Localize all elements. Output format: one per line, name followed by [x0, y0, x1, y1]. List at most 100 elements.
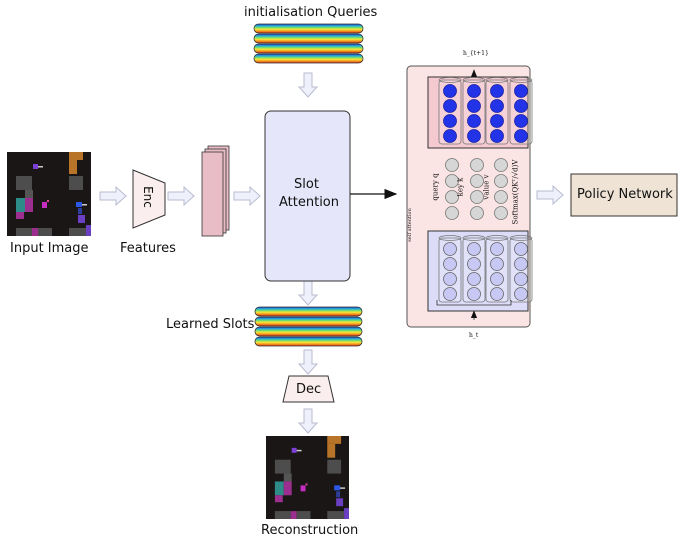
token-circle — [467, 242, 481, 256]
reconstruction-image — [266, 436, 349, 519]
token-circle — [467, 257, 481, 271]
reconstruction-label: Reconstruction — [261, 523, 359, 538]
hollow-arrow-right-icon — [167, 185, 195, 207]
token-circle — [443, 287, 457, 301]
qkv-token-circle — [445, 174, 459, 188]
hollow-arrow-down-icon — [297, 280, 319, 306]
token-circle — [514, 272, 528, 286]
init-queries-label: initialisation Queries — [244, 5, 378, 20]
token-circle — [514, 287, 528, 301]
token-circle — [514, 257, 528, 271]
qkv-token-circle — [494, 158, 508, 172]
self-attention-label: self attention — [406, 208, 413, 242]
policy-network-block — [570, 173, 678, 217]
key-label: key k — [456, 177, 465, 197]
qkv-token-circle — [470, 190, 484, 204]
token-circle — [514, 129, 528, 143]
learned-slots-stack — [254, 306, 363, 347]
decoder-block — [282, 375, 335, 403]
slot-bar — [253, 43, 364, 54]
token-circle — [514, 99, 528, 113]
policy-network-label: Policy Network — [577, 187, 673, 202]
query-label: query q — [431, 173, 440, 201]
qkv-token-circle — [445, 158, 459, 172]
token-circle — [467, 99, 481, 113]
h-next-label: h_{t+1} — [463, 50, 489, 57]
token-circle — [443, 84, 457, 98]
token-circle — [443, 272, 457, 286]
column-top — [438, 235, 462, 241]
qkv-token-circle — [470, 158, 484, 172]
token-circle — [514, 114, 528, 128]
hollow-arrow-down-icon — [297, 408, 319, 434]
column-top — [485, 235, 509, 241]
slot-bar — [253, 53, 364, 64]
slot-bar — [254, 326, 363, 337]
token-circle — [467, 84, 481, 98]
column-top — [462, 235, 486, 241]
lower-bracket — [436, 300, 512, 306]
token-circle — [490, 129, 504, 143]
qkv-token-circle — [494, 206, 508, 220]
value-label: value v — [482, 174, 491, 200]
token-circle — [443, 129, 457, 143]
feature-maps — [201, 145, 230, 237]
h-current-label: h_t — [469, 332, 479, 339]
initialisation-queries-stack — [253, 23, 364, 64]
upper-token-columns — [438, 77, 533, 145]
slot-attention-label-2: Attention — [279, 195, 339, 210]
learned-slots-label: Learned Slots — [166, 317, 255, 332]
encoder-block — [132, 169, 166, 229]
token-circle — [490, 272, 504, 286]
qkv-token-circle — [494, 190, 508, 204]
slot-bar — [254, 336, 363, 347]
qkv-token-circle — [470, 174, 484, 188]
column-top — [438, 77, 462, 83]
qkv-token-grid — [445, 158, 508, 220]
token-circle — [490, 114, 504, 128]
column-top — [485, 77, 509, 83]
game-background — [266, 436, 349, 519]
lower-token-columns — [438, 235, 533, 303]
token-circle — [490, 99, 504, 113]
token-circle — [514, 84, 528, 98]
token-circle — [490, 287, 504, 301]
decoder-label: Dec — [296, 382, 322, 397]
slot-bar — [254, 306, 363, 317]
token-circle — [443, 114, 457, 128]
hollow-arrow-right-icon — [536, 184, 564, 206]
slot-bar — [253, 33, 364, 44]
features-label: Features — [120, 241, 176, 256]
hollow-arrow-down-icon — [297, 72, 319, 98]
slot-bar — [253, 23, 364, 34]
encoder-label: Enc — [140, 186, 155, 208]
slot-bar — [254, 316, 363, 327]
softmax-label: Softmax(QKᵀ/√d)V — [511, 159, 520, 225]
slot-attention-block — [264, 110, 351, 282]
token-circle — [467, 272, 481, 286]
column-top — [509, 77, 533, 83]
input-image-label: Input Image — [10, 241, 89, 256]
game-background — [7, 152, 91, 236]
token-circle — [443, 242, 457, 256]
slot-attention-label-1: Slot — [294, 177, 319, 192]
qkv-token-circle — [445, 190, 459, 204]
token-circle — [490, 84, 504, 98]
token-circle — [467, 129, 481, 143]
token-circle — [443, 257, 457, 271]
token-circle — [467, 114, 481, 128]
qkv-token-circle — [445, 206, 459, 220]
hollow-arrow-down-icon — [297, 349, 319, 375]
token-circle — [514, 242, 528, 256]
qkv-token-circle — [494, 174, 508, 188]
token-circle — [467, 287, 481, 301]
token-circle — [490, 257, 504, 271]
qkv-token-circle — [470, 206, 484, 220]
token-circle — [490, 242, 504, 256]
column-top — [509, 235, 533, 241]
hollow-arrow-right-icon — [233, 185, 261, 207]
column-top — [462, 77, 486, 83]
hollow-arrow-right-icon — [99, 185, 127, 207]
token-circle — [443, 99, 457, 113]
